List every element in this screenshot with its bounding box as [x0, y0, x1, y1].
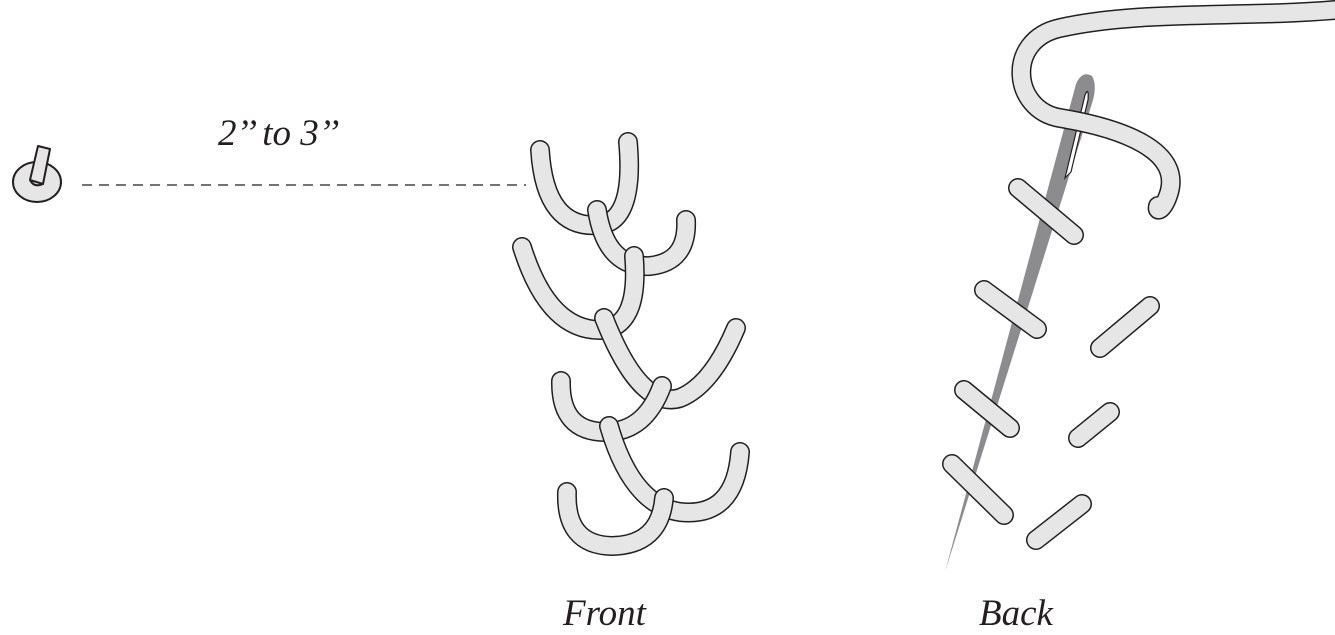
back-stitch-4	[942, 454, 1014, 525]
back-label: Back	[979, 593, 1053, 634]
thread-through-needle	[1011, 0, 1335, 220]
back-view	[942, 0, 1335, 572]
back-dash-2	[1068, 402, 1120, 448]
back-dash-1	[1090, 296, 1160, 358]
front-loop-4	[594, 308, 746, 410]
front-loop-7	[556, 482, 674, 556]
back-dash-3	[1026, 494, 1092, 550]
front-label: Front	[563, 593, 646, 634]
front-stitches	[512, 132, 750, 556]
thread-knot-icon	[12, 145, 62, 203]
front-loop-1	[530, 132, 640, 236]
back-stitch-3	[954, 380, 1020, 438]
measurement-label: 2’’ to 3’’	[218, 113, 340, 154]
back-stitch-2	[974, 280, 1047, 339]
front-loop-6	[599, 416, 750, 523]
back-stitch-1	[1008, 178, 1084, 245]
front-loop-2	[587, 200, 697, 277]
